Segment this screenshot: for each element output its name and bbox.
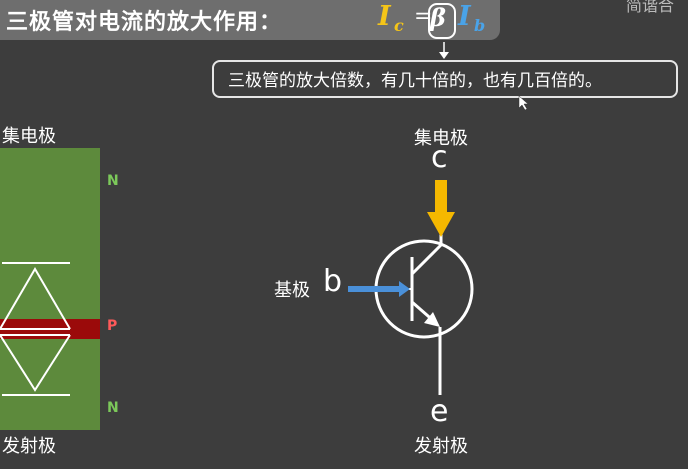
diode-bottom-triangle	[0, 334, 71, 392]
formula-ic: I	[378, 1, 391, 32]
region-p: P	[107, 318, 118, 334]
diode-symbols	[0, 262, 71, 396]
emitter-letter: e	[430, 394, 449, 429]
top-right-text: 简谐合	[626, 0, 675, 15]
diode-top-triangle	[0, 267, 71, 330]
collector-current-arrow-icon	[427, 180, 455, 237]
emitter-label: 发射极	[414, 436, 468, 457]
formula-ib-subscript: b	[474, 16, 486, 35]
base-current-arrow-icon	[348, 281, 410, 297]
left-collector-label: 集电极	[2, 126, 56, 147]
formula-ib: I	[458, 1, 471, 32]
page-title: 三极管对电流的放大作用：	[6, 10, 283, 35]
callout-pointer-arrow	[439, 52, 449, 59]
region-n-top: N	[107, 173, 119, 189]
region-n-bottom: N	[107, 400, 119, 416]
formula-ic-subscript: c	[394, 16, 404, 35]
callout-box	[212, 60, 678, 98]
mouse-cursor-icon	[518, 95, 529, 111]
emitter-arrow-icon	[424, 312, 440, 327]
base-label: 基极	[274, 280, 310, 301]
title-bar	[0, 0, 500, 40]
formula-beta: β	[430, 3, 446, 32]
collector-label: 集电极	[414, 128, 468, 149]
callout-text: 三极管的放大倍数，有几十倍的，也有几百倍的。	[228, 71, 602, 91]
semiconductor-block	[0, 148, 100, 430]
formula-equals: =	[414, 4, 433, 29]
formula-beta-box	[428, 3, 456, 39]
left-emitter-label: 发射极	[2, 436, 56, 457]
collector-letter: c	[431, 140, 448, 175]
base-letter: b	[323, 264, 343, 299]
transistor-collector-lead	[410, 243, 443, 276]
